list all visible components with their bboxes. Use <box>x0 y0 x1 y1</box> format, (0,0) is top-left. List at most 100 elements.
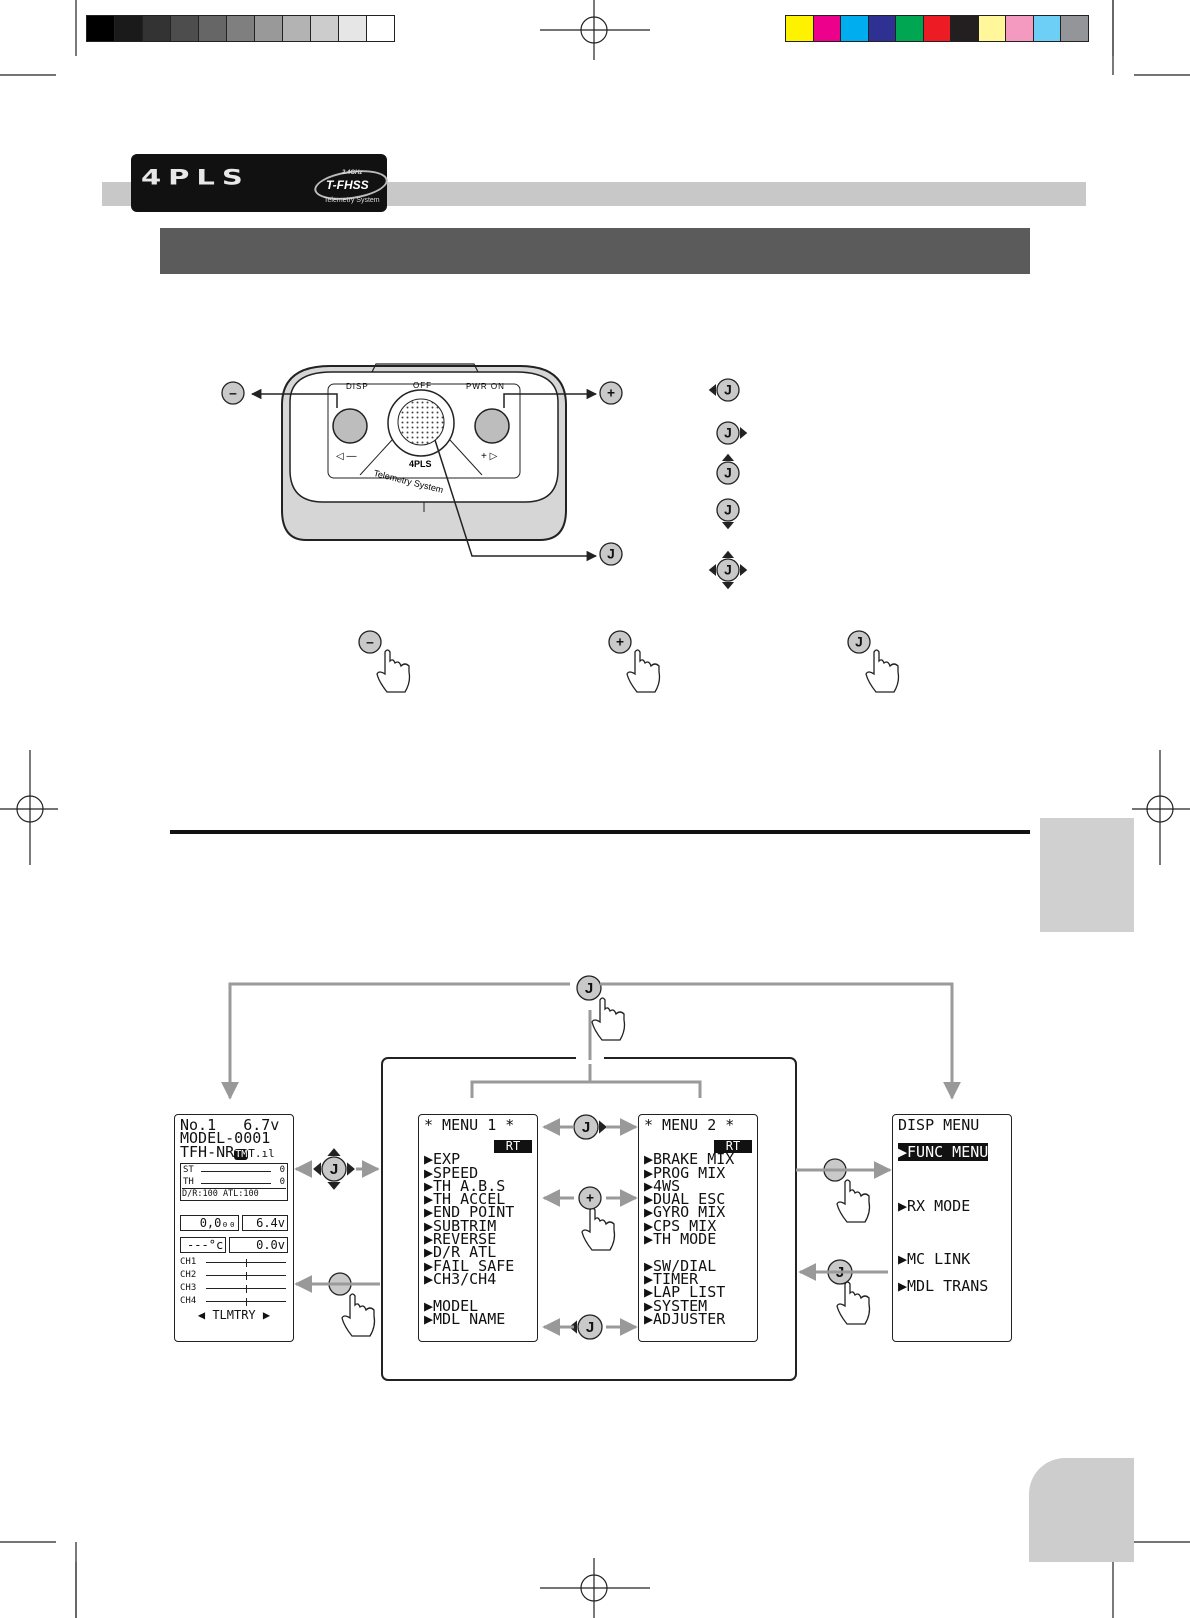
color-swatch <box>840 15 869 42</box>
arrow-icon <box>721 453 735 461</box>
j-4way-icon: J <box>313 1148 355 1190</box>
menu1-item: ▶TH A.B.S <box>424 1176 506 1195</box>
page-number-tab <box>1029 1458 1134 1562</box>
logo-badge: T-FHSS <box>326 178 369 192</box>
color-swatch <box>366 15 395 42</box>
color-swatch <box>1060 15 1089 42</box>
svg-text:J: J <box>585 980 593 997</box>
menu2-rt-badge: RT <box>714 1140 752 1154</box>
menu1-item: ▶FAIL SAFE <box>424 1256 515 1275</box>
menu2-screen: * MENU 2 * RT ▶BRAKE MIX▶PROG MIX▶4WS▶DU… <box>638 1114 758 1342</box>
j-up-icon: J <box>716 453 740 485</box>
menu1-screen: * MENU 1 * RT ▶EXP▶SPEED▶TH A.B.S▶TH ACC… <box>418 1114 538 1342</box>
disp-menu-screen: DISP MENU ▶FUNC MENU ▶RX MODE ▶MC LINK ▶… <box>892 1114 1012 1342</box>
arrow-icon <box>708 563 716 577</box>
j-right-icon: J <box>716 421 748 445</box>
arrow-icon <box>327 1182 341 1190</box>
color-swatch <box>226 15 255 42</box>
home-line-3: TFH-NR <box>180 1142 235 1161</box>
channel-label: CH2 <box>180 1269 197 1280</box>
press-hand-icon <box>591 997 626 1041</box>
4pls-logo: 4PLS 2.4GHz T-FHSS Telemetry System <box>131 154 390 212</box>
menu2-item: ▶ADJUSTER <box>644 1309 726 1328</box>
svg-text:J: J <box>724 466 732 481</box>
minus-press-icon: – <box>358 630 382 654</box>
menu1-item: ▶SUBTRIM <box>424 1216 497 1235</box>
menu1-item: ▶D/R ATL <box>424 1243 497 1262</box>
menu2-item: ▶4WS <box>644 1176 681 1195</box>
menu2-item: ▶SYSTEM <box>644 1296 708 1315</box>
menu2-item: ▶TH MODE <box>644 1230 717 1249</box>
press-hand-icon <box>376 649 411 693</box>
svg-text:+: + <box>616 635 624 650</box>
svg-text:J: J <box>607 547 615 562</box>
menu1-items: ▶EXP▶SPEED▶TH A.B.S▶TH ACCEL▶END POINT▶S… <box>424 1150 532 1327</box>
menu2-item: ▶LAP LIST <box>644 1283 726 1302</box>
menu1-item: ▶MODEL <box>424 1296 479 1315</box>
label-disp: DISP <box>346 382 369 391</box>
menu2-item: ▶DUAL ESC <box>644 1190 726 1209</box>
color-swatch <box>310 15 339 42</box>
menu1-item: ▶END POINT <box>424 1203 515 1222</box>
arrow-icon <box>740 426 748 440</box>
logo-tagline: Telemetry System <box>324 197 380 204</box>
tlmtry-label: TLMTRY <box>212 1307 256 1322</box>
channel-row: CH1 <box>180 1256 288 1269</box>
th-bar <box>201 1182 271 1184</box>
svg-text:J: J <box>724 563 732 578</box>
menu1-rt-badge: RT <box>494 1140 532 1154</box>
rx-voltage-box: 6.4v <box>241 1214 288 1231</box>
section-divider <box>170 830 1030 834</box>
arrow-icon <box>721 522 735 530</box>
channel-row: CH3 <box>180 1282 288 1295</box>
color-swatch <box>86 15 115 42</box>
svg-text:J: J <box>586 1319 594 1336</box>
svg-text:+: + <box>586 1191 594 1206</box>
th-value: 0 <box>279 1176 285 1187</box>
tm-badge: TM <box>234 1148 249 1160</box>
menu1-item: ▶EXP <box>424 1150 461 1169</box>
label-plus: + ▷ <box>481 451 498 462</box>
menu1-item: ▶TH ACCEL <box>424 1190 506 1209</box>
disp-menu-title: DISP MENU <box>898 1116 980 1134</box>
minus-key-icon: – <box>221 381 245 405</box>
temp-box: ---°c <box>180 1236 227 1253</box>
arrow-icon <box>327 1148 341 1156</box>
channel-label: CH4 <box>180 1295 197 1306</box>
channel-bar <box>206 1284 286 1293</box>
channel-bar <box>206 1297 286 1306</box>
color-swatch <box>338 15 367 42</box>
menu2-item: ▶CPS MIX <box>644 1216 717 1235</box>
menu2-item: ▶GYRO MIX <box>644 1203 726 1222</box>
channel-bar <box>206 1271 286 1280</box>
press-hand-icon <box>865 649 900 693</box>
svg-text:–: – <box>229 386 237 401</box>
j-press-icon: J <box>576 975 602 1001</box>
plus-press-icon: + <box>578 1186 602 1210</box>
home-line-2: MODEL-0001 <box>180 1129 271 1148</box>
right-arrow-icon: ▶ <box>255 1307 271 1322</box>
disp-item-mdl-trans: ▶MDL TRANS <box>898 1277 989 1296</box>
channel-bar <box>206 1258 286 1267</box>
menu1-item: ▶SPEED <box>424 1163 479 1182</box>
svg-text:+: + <box>607 386 615 401</box>
plus-key-icon: + <box>599 381 623 405</box>
svg-text:J: J <box>724 503 732 518</box>
label-minus: ◁ — <box>336 451 357 462</box>
svg-text:J: J <box>724 383 732 398</box>
section-title-bar <box>160 228 1030 274</box>
arrow-icon <box>721 550 735 558</box>
color-swatch <box>254 15 283 42</box>
st-value: 0 <box>279 1164 285 1175</box>
press-hand-icon <box>341 1293 376 1337</box>
arrow-icon <box>721 582 735 590</box>
channel-label: CH1 <box>180 1256 197 1267</box>
dr-atl-text: D/R:100 ATL:100 <box>182 1188 259 1199</box>
menu2-title: * MENU 2 * <box>644 1116 735 1134</box>
arrow-icon <box>347 1162 355 1176</box>
home-line-1: No.1 6.7v <box>180 1116 280 1134</box>
